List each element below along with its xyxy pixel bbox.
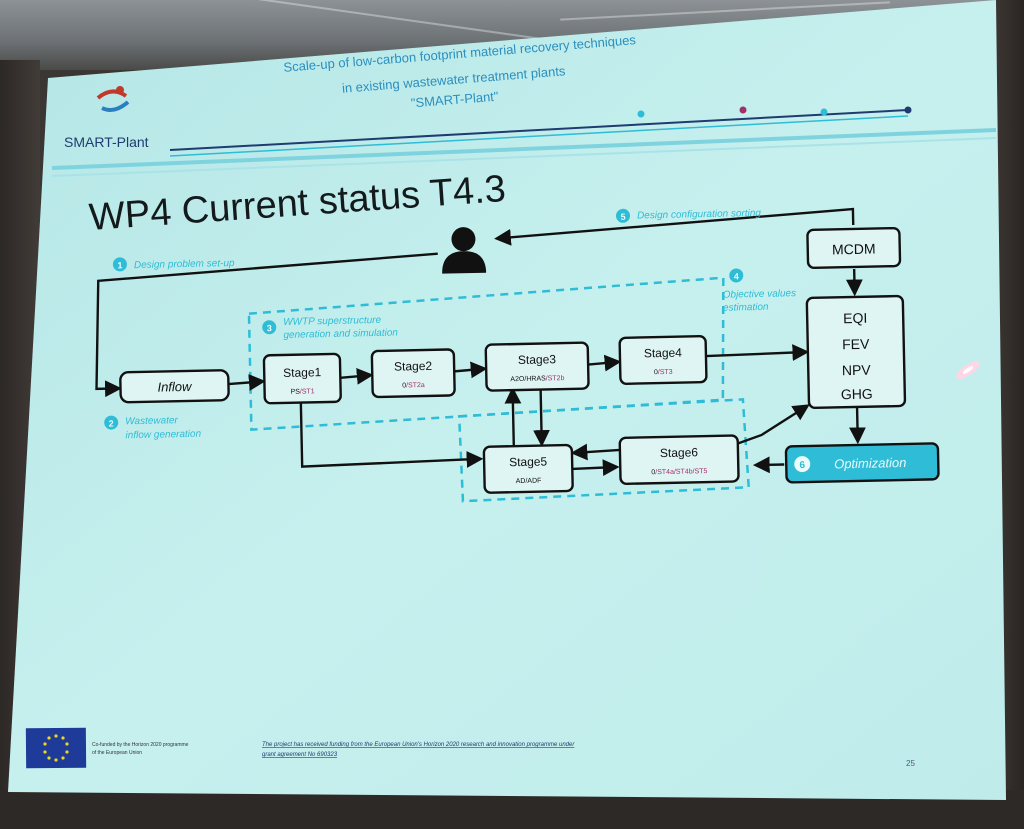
objective-eqi: EQI [843,310,867,327]
node-optimization: 6 Optimization [786,443,939,482]
node-stage2-sub: 0/ST2a [402,382,425,389]
node-stage4-sub: 0/ST3 [654,369,673,376]
node-stage2: Stage2 0/ST2a [372,349,455,397]
node-stage2-label: Stage2 [394,359,433,374]
step3-label-line1: WWTP superstructure [283,315,382,328]
node-stage6-sub: 0/ST4a/ST4b/ST5 [651,468,707,476]
eu-flag [26,728,86,769]
node-stage3-label: Stage3 [518,352,557,367]
svg-text:2: 2 [109,419,114,429]
node-objectives: EQI FEV NPV GHG [807,296,905,408]
node-stage6-label: Stage6 [660,445,699,460]
node-stage1-sub: PS/ST1 [290,388,314,396]
node-stage4: Stage4 0/ST3 [620,336,707,384]
eu-text-line2: of the European Union [92,750,142,756]
objective-ghg: GHG [841,386,873,403]
node-inflow-label: Inflow [157,379,193,395]
step2-label-line1: Wastewater [125,415,179,427]
funding-text-line2: grant agreement No 690323 [262,752,338,758]
eu-text-line1: Co-funded by the Horizon 2020 programme [92,742,189,748]
step4-label-line1: Objective values [723,288,797,301]
node-stage3: Stage3 A2O/HRAS/ST2b [486,343,589,391]
arrow-stage5-stage3 [513,390,514,446]
node-stage5: Stage5 AD/ADF [484,445,573,493]
step2-label-line2: inflow generation [125,429,201,442]
page-number: 25 [906,759,915,768]
svg-text:4: 4 [734,271,739,281]
node-stage1-label: Stage1 [283,365,322,380]
arrow-objectives-mcdm [854,269,855,293]
svg-text:5: 5 [620,212,625,222]
funding-text-line1: The project has received funding from th… [262,742,575,748]
arrow-optimization-stage6 [756,464,784,465]
arrow-objectives-optimization [857,407,858,441]
node-optimization-label: Optimization [834,455,907,472]
node-stage1: Stage1 PS/ST1 [264,354,341,404]
node-mcdm-label: MCDM [832,241,876,258]
node-stage3-sub: A2O/HRAS/ST2b [510,375,564,383]
step6-number: 6 [799,460,805,471]
svg-text:3: 3 [267,323,272,333]
arrow-stage3-stage5 [541,390,542,444]
logo-text: SMART-Plant [64,134,149,150]
node-stage6: Stage6 0/ST4a/ST4b/ST5 [620,435,739,483]
node-stage5-sub: AD/ADF [516,478,542,486]
objective-fev: FEV [842,336,870,353]
step4-label-line2: estimation [723,302,769,314]
objective-npv: NPV [842,362,872,379]
node-mcdm: MCDM [807,228,900,268]
node-stage4-label: Stage4 [644,346,683,361]
svg-text:1: 1 [117,260,122,270]
node-inflow: Inflow [120,370,229,402]
node-stage5-label: Stage5 [509,454,548,469]
step1-label: Design problem set-up [134,258,235,271]
